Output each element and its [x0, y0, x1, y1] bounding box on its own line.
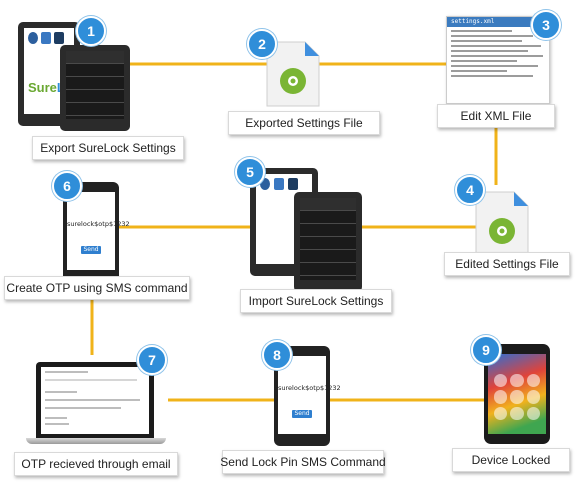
email-window: [41, 367, 149, 434]
app-icon-dark: [54, 32, 64, 44]
send-button[interactable]: Send: [292, 410, 312, 418]
menu-row: [66, 64, 124, 77]
app-icon-doc: [41, 32, 51, 44]
xml-line: [451, 50, 528, 52]
xml-line: [451, 60, 518, 62]
step-badge-2: 2: [247, 29, 277, 59]
menu-row: [66, 103, 124, 116]
pin-dot: [494, 406, 508, 420]
menu-row: [300, 237, 356, 250]
step-label-4: Edited Settings File: [444, 252, 570, 276]
step-label-9: Device Locked: [452, 448, 570, 472]
pin-dot: [526, 390, 540, 404]
send-button[interactable]: Send: [81, 246, 101, 254]
connector-group: [90, 62, 498, 402]
phone-screen: surelock$otp$1232 Send: [67, 192, 130, 270]
xml-line: [451, 75, 533, 77]
step-label-5: Import SureLock Settings: [240, 289, 392, 313]
step-badge-1: 1: [76, 16, 106, 46]
xml-line: [451, 30, 513, 32]
phone-sms-create: surelock$otp$1232 Send: [63, 182, 130, 282]
menu-row: [300, 250, 356, 263]
step-label-6: Create OTP using SMS command: [4, 276, 190, 300]
laptop-screen: [36, 362, 154, 438]
xml-line: [451, 35, 533, 37]
step-badge-5: 5: [235, 157, 265, 187]
xml-file-title: settings.xml: [447, 17, 549, 27]
menu-row: [66, 77, 124, 90]
step-label-3: Edit XML File: [437, 104, 555, 128]
pin-dot: [494, 374, 508, 388]
app-icon-blue: [260, 178, 270, 190]
step-label-2: Exported Settings File: [228, 111, 380, 135]
tablet-front-settings-menu: [294, 192, 362, 292]
pin-dot: [510, 390, 524, 404]
step-badge-9: 9: [471, 335, 501, 365]
pin-dot: [526, 406, 540, 420]
step-badge-3: 3: [531, 10, 561, 40]
step-label-8: Send Lock Pin SMS Command: [220, 450, 386, 474]
menu-row: [300, 198, 356, 211]
step-badge-6: 6: [52, 171, 82, 201]
menu-row: [300, 224, 356, 237]
laptop-base: [26, 438, 166, 444]
xml-line: [451, 70, 508, 72]
step-badge-7: 7: [137, 345, 167, 375]
tablet-front-settings-menu: [60, 45, 130, 131]
app-icon-doc: [274, 178, 284, 190]
email-line: [45, 371, 89, 373]
menu-row: [300, 211, 356, 224]
xml-line: [451, 55, 543, 57]
edited-settings-file-icon: [475, 191, 529, 257]
tablet-settings-screen: [66, 51, 124, 119]
menu-row: [66, 51, 124, 64]
email-line: [45, 417, 67, 419]
pin-dot: [526, 374, 540, 388]
pin-dot: [494, 390, 508, 404]
app-icon-dark: [288, 178, 298, 190]
settings-file-icon: [266, 41, 320, 107]
pin-dot: [510, 406, 524, 420]
app-icon-blue: [28, 32, 38, 44]
phone-screen: surelock$otp$1232 Send: [278, 356, 341, 434]
locked-phone-screen: [488, 354, 546, 434]
pin-dot: [510, 374, 524, 388]
step-label-1: Export SureLock Settings: [32, 136, 184, 160]
menu-row: [66, 90, 124, 103]
step-badge-4: 4: [455, 175, 485, 205]
email-line: [45, 407, 121, 409]
email-line: [45, 399, 141, 401]
pin-pad: [494, 374, 540, 420]
tablet-settings-screen: [300, 198, 356, 280]
xml-line: [451, 40, 523, 42]
step-label-7: OTP recieved through email: [14, 452, 178, 476]
email-line: [45, 391, 78, 393]
step-badge-8: 8: [262, 340, 292, 370]
sms-command-text: surelock$otp$1232: [278, 384, 341, 392]
email-line: [45, 379, 137, 381]
xml-line: [451, 45, 541, 47]
email-line: [45, 423, 69, 425]
xml-line: [451, 65, 538, 67]
menu-row: [300, 263, 356, 276]
sms-command-text: surelock$otp$1232: [67, 220, 130, 228]
